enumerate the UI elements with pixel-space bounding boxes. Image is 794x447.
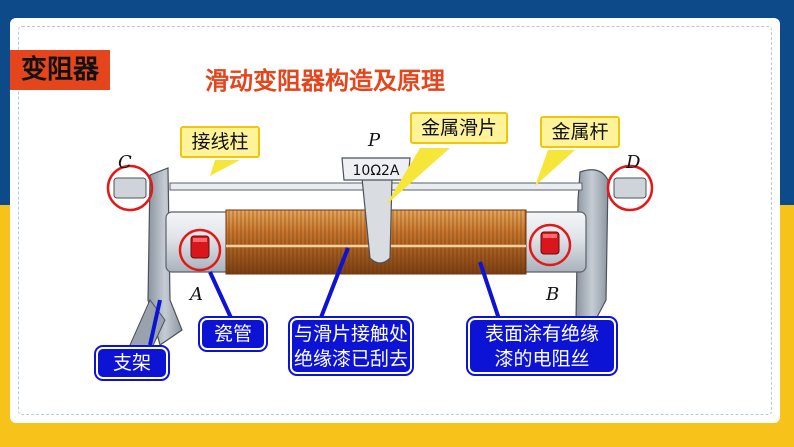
contact-pointer (318, 247, 350, 321)
metal-rod-pointer (535, 150, 575, 186)
ceramic-tube-pointer (208, 271, 234, 321)
metal-slider (361, 177, 393, 264)
point-C-label: C (118, 152, 132, 173)
point-B-label: B (546, 284, 560, 305)
callout-resistance-wire: 表面涂有绝缘 漆的电阻丝 (468, 318, 616, 374)
post-D-ring (606, 164, 654, 212)
card-dashed-border (18, 26, 772, 415)
post-C-ring (106, 164, 154, 212)
callout-support: 支架 (96, 347, 168, 379)
point-D-label: D (626, 152, 641, 173)
wire-pointer (478, 261, 502, 323)
callout-scraped-contact: 与滑片接触处 绝缘漆已刮去 (290, 318, 412, 374)
slider-rating-label: 10Ω2A (353, 163, 400, 179)
post-D (613, 177, 647, 199)
point-P-label: P (368, 130, 381, 151)
callout-binding-post: 接线柱 (180, 126, 260, 158)
support-pointer (148, 299, 162, 346)
callout-resistance-wire-line2: 漆的电阻丝 (494, 348, 590, 370)
metal-slider-pointer (386, 148, 450, 205)
binding-post-pointer (210, 160, 240, 176)
post-C (113, 177, 147, 199)
callout-resistance-wire-line1: 表面涂有绝缘 (484, 323, 599, 345)
post-B-ring (528, 223, 572, 267)
callout-metal-rod: 金属杆 (540, 116, 620, 148)
point-A-label: A (190, 284, 203, 305)
post-A-ring (178, 228, 222, 272)
callout-metal-slider: 金属滑片 (410, 112, 508, 144)
left-support-frame (147, 167, 183, 346)
page-title: 滑动变阻器构造及原理 (205, 67, 445, 95)
callout-ceramic-tube: 瓷管 (200, 318, 266, 350)
callout-scraped-contact-line1: 与滑片接触处 (293, 323, 408, 345)
section-tag: 变阻器 (10, 50, 110, 90)
callout-scraped-contact-line2: 绝缘漆已刮去 (293, 348, 408, 370)
